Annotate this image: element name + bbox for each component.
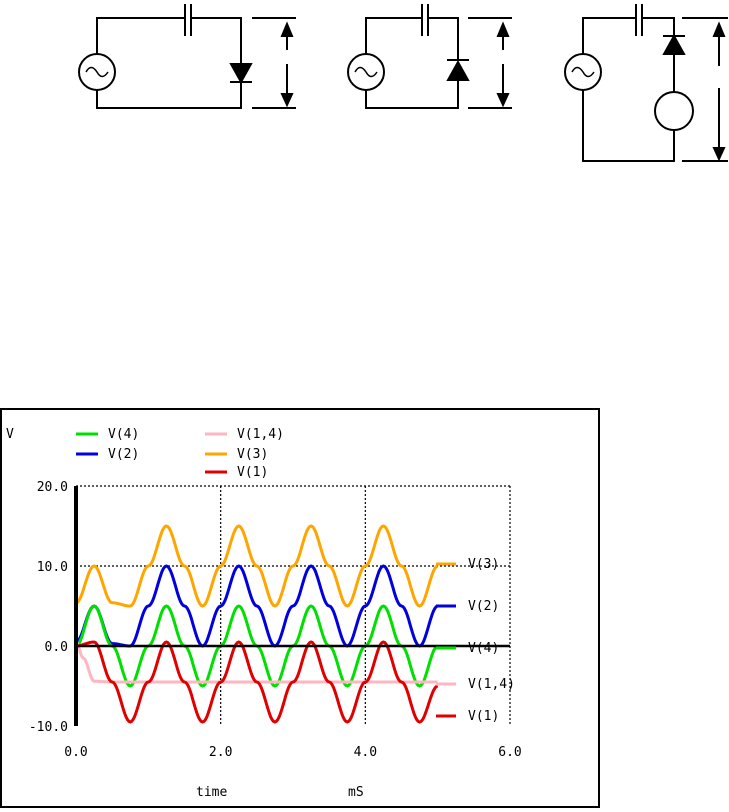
plot-frame <box>0 408 600 808</box>
y-axis-label: V <box>6 427 14 442</box>
y-tick-label: 10.0 <box>37 560 68 575</box>
x-tick-label: 6.0 <box>498 745 521 760</box>
series-end-label: V(1,4) <box>468 677 515 692</box>
axes <box>74 486 510 726</box>
legend-label: V(4) <box>108 427 139 442</box>
legend: V(4) V(1,4) V(2) V(3) V(1) <box>76 427 284 480</box>
series-end-label: V(4) <box>468 641 499 656</box>
y-tick-label: 0.0 <box>45 640 68 655</box>
series-end-labels: V(3) V(2) V(4) V(1,4) V(1) <box>436 557 515 724</box>
circuit-1 <box>78 4 296 109</box>
x-axis-label: time <box>196 785 227 800</box>
circuit-diagrams <box>78 4 728 162</box>
x-axis-unit: mS <box>348 785 364 800</box>
legend-label: V(2) <box>108 447 139 462</box>
x-tick-label: 0.0 <box>64 745 87 760</box>
series-end-label: V(1) <box>468 709 499 724</box>
y-tick-label: -10.0 <box>29 720 68 735</box>
series-group <box>74 524 439 724</box>
series-line-v2 <box>75 564 439 648</box>
y-tick-labels: -10.0 0.0 10.0 20.0 <box>29 480 68 735</box>
circuit-3 <box>564 4 728 162</box>
x-tick-labels: 0.0 2.0 4.0 6.0 <box>64 745 521 760</box>
plot-panel: V V(4) V(1,4) V(2) V(3) V(1) -10.0 0.0 10.0 20.… <box>0 408 600 808</box>
series-line-v3 <box>75 524 439 608</box>
legend-label: V(1,4) <box>237 427 284 442</box>
series-end-label: V(2) <box>468 599 499 614</box>
y-tick-label: 20.0 <box>37 480 68 495</box>
legend-label: V(1) <box>237 465 268 480</box>
x-tick-label: 4.0 <box>354 745 377 760</box>
circuit-2 <box>347 4 512 109</box>
x-tick-label: 2.0 <box>209 745 232 760</box>
series-end-label: V(3) <box>468 557 499 572</box>
legend-label: V(3) <box>237 447 268 462</box>
voltage-plot: V V(4) V(1,4) V(2) V(3) V(1) -10.0 0.0 10.0 20.… <box>0 408 600 808</box>
series-line-v1 <box>75 640 439 724</box>
